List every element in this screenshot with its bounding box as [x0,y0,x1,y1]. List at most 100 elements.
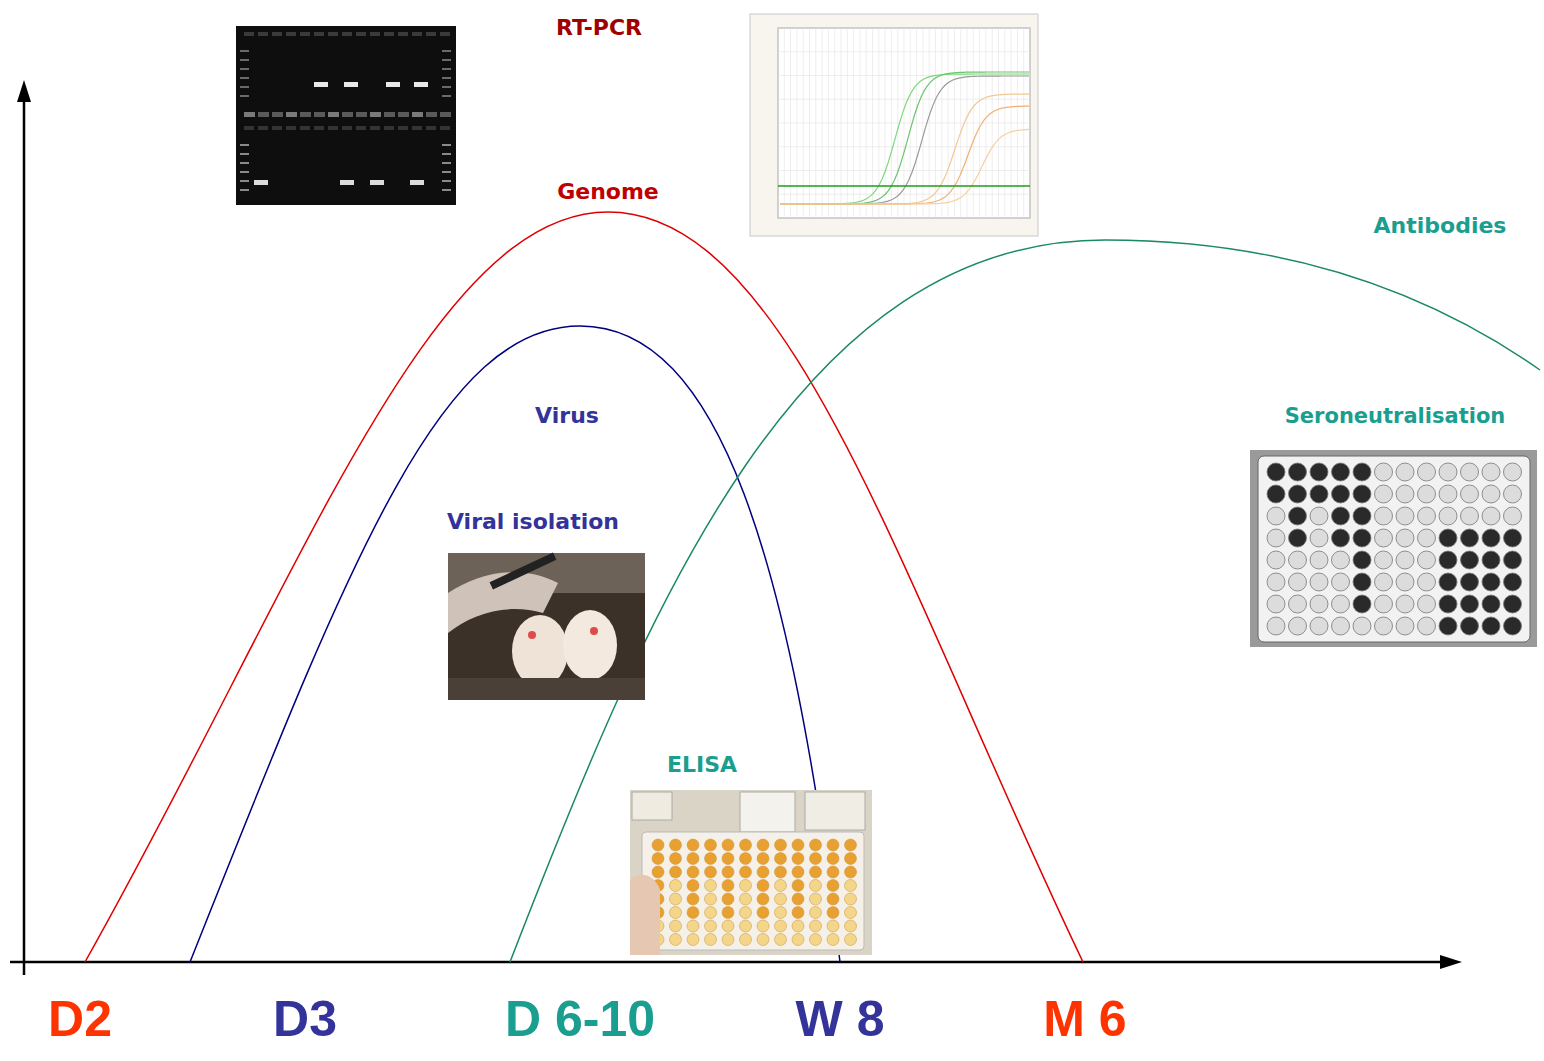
plate-well [757,853,769,865]
plate-well [1418,551,1436,569]
plate-well [1267,463,1285,481]
plate-well [1482,573,1500,591]
plate-well [1332,463,1350,481]
plate-well [1289,529,1307,547]
gel-well [300,126,310,130]
plate-well [1310,485,1328,503]
plate-well [670,907,682,919]
plate-well [1396,595,1414,613]
plate-well [652,866,664,878]
time-label: D3 [270,991,340,1049]
plate-well [687,907,699,919]
plate-well [845,907,857,919]
grid-line [778,123,1030,124]
plate-well [757,866,769,878]
plate-well [845,880,857,892]
plate-well [722,866,734,878]
method-label: RT-PCR [553,15,645,40]
plate-well [1439,551,1457,569]
plate-well [792,907,804,919]
gel-band [272,112,283,117]
plate-well [740,893,752,905]
plate-well [757,920,769,932]
gel-band [384,112,395,117]
gel-ladder [240,86,249,88]
gel-well [426,32,436,36]
plate-well [1461,617,1479,635]
plate-well [670,853,682,865]
plate-well [1310,507,1328,525]
plate-well [1332,573,1350,591]
axis-arrowhead [1440,955,1462,969]
plate-well [1482,551,1500,569]
plate-well [722,893,734,905]
gel-band [254,180,268,185]
microplate [642,832,864,950]
plate-well [810,893,822,905]
gel-well [328,32,338,36]
amplification-curve [780,72,1029,204]
plate-well [1461,463,1479,481]
gel-ladder [240,144,249,146]
gel-well [384,126,394,130]
plate-well [1353,463,1371,481]
gel-photo [236,26,456,205]
plate-well [810,920,822,932]
plate-well [722,920,734,932]
plate-well [1482,529,1500,547]
plate-well [845,853,857,865]
plate-well [1396,529,1414,547]
plate-well [670,893,682,905]
plate-well [1267,507,1285,525]
plate-well [670,839,682,851]
plate-well [810,839,822,851]
gel-ladder [442,86,451,88]
gel-ladder [240,189,249,191]
gel-band [356,112,367,117]
plate-well [1267,551,1285,569]
plate-well [722,853,734,865]
plate-well [687,934,699,946]
gel-band [340,180,354,185]
plate-well [1439,463,1457,481]
gel-band [426,112,437,117]
plate-well [1353,507,1371,525]
plate-well [670,920,682,932]
plate-well [1504,595,1522,613]
plate-well [810,907,822,919]
plate-well [775,907,787,919]
plate-well [1461,573,1479,591]
plate-well [1482,595,1500,613]
gel-band [398,112,409,117]
plate-well [1310,595,1328,613]
curve-label: Virus [532,403,602,428]
plate-well [1310,529,1328,547]
time-label: D 6-10 [502,991,658,1049]
reagent-bottle [740,792,795,832]
gel-well [370,32,380,36]
gel-band [286,112,297,117]
plate-well [827,853,839,865]
plate-well [1289,595,1307,613]
gel-well [412,126,422,130]
inoculation-spot [528,631,536,639]
plate-well [1353,573,1371,591]
plate-well [845,839,857,851]
plate-well [1439,617,1457,635]
method-label: Seroneutralisation [1282,404,1509,428]
plate-well [740,839,752,851]
plate-well [1396,485,1414,503]
amplification-curve [780,94,1029,204]
plate-well [792,853,804,865]
gel-ladder [240,162,249,164]
plate-well [757,907,769,919]
gel-band [370,180,384,185]
gel-well [300,32,310,36]
gel-well [398,126,408,130]
plate-well [705,839,717,851]
amplification-curve [780,76,1029,204]
gel-ladder [442,50,451,52]
plate-well [792,866,804,878]
plate-well [1332,507,1350,525]
